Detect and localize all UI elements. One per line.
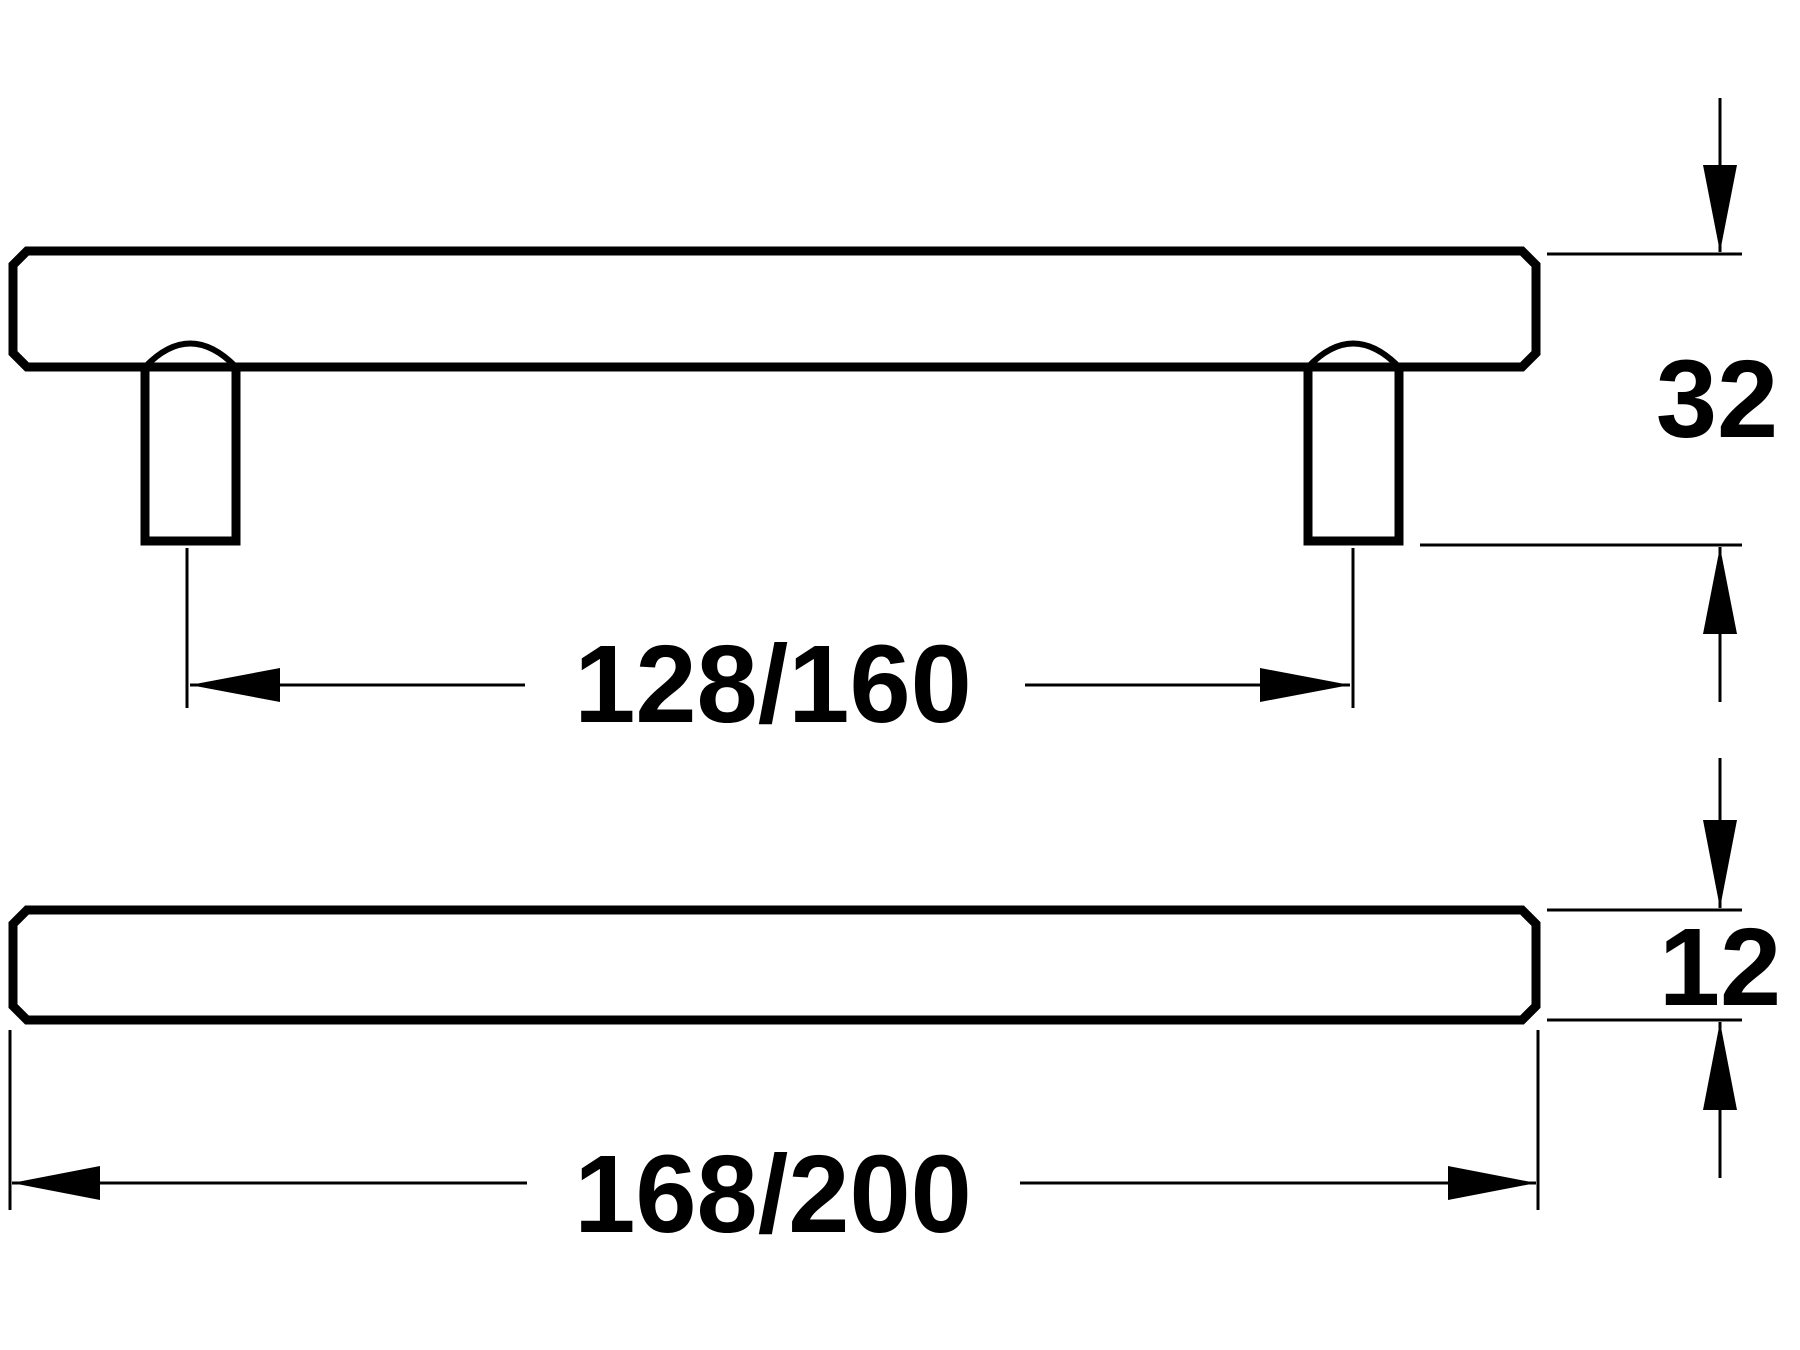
height-dimension bbox=[1420, 98, 1742, 702]
arrow-up-icon bbox=[1703, 1022, 1737, 1110]
overall-length-dimension bbox=[8, 1030, 1540, 1210]
thickness-label: 12 bbox=[1659, 906, 1781, 1029]
height-label: 32 bbox=[1656, 338, 1778, 461]
arrow-down-icon bbox=[1703, 165, 1737, 252]
overall-length-label: 168/200 bbox=[574, 1133, 972, 1256]
arrow-left-icon bbox=[190, 668, 280, 702]
handle-right-leg-dome bbox=[1305, 340, 1402, 370]
handle-bar-top-outline bbox=[8, 905, 1541, 1025]
handle-left-leg bbox=[140, 367, 241, 546]
hole-center-dimension bbox=[185, 548, 1355, 708]
arrow-right-icon bbox=[1448, 1166, 1536, 1200]
handle-top-view bbox=[8, 905, 1541, 1025]
thickness-dimension bbox=[1547, 758, 1742, 1178]
arrow-right-icon bbox=[1260, 668, 1350, 702]
handle-bar-outline bbox=[8, 246, 1541, 372]
handle-left-leg-dome bbox=[142, 340, 239, 370]
handle-side-view bbox=[8, 246, 1541, 546]
handle-right-leg bbox=[1303, 367, 1404, 546]
hole-center-label: 128/160 bbox=[574, 623, 972, 746]
arrow-left-icon bbox=[12, 1166, 100, 1200]
arrow-up-icon bbox=[1703, 547, 1737, 634]
arrow-down-icon bbox=[1703, 820, 1737, 908]
